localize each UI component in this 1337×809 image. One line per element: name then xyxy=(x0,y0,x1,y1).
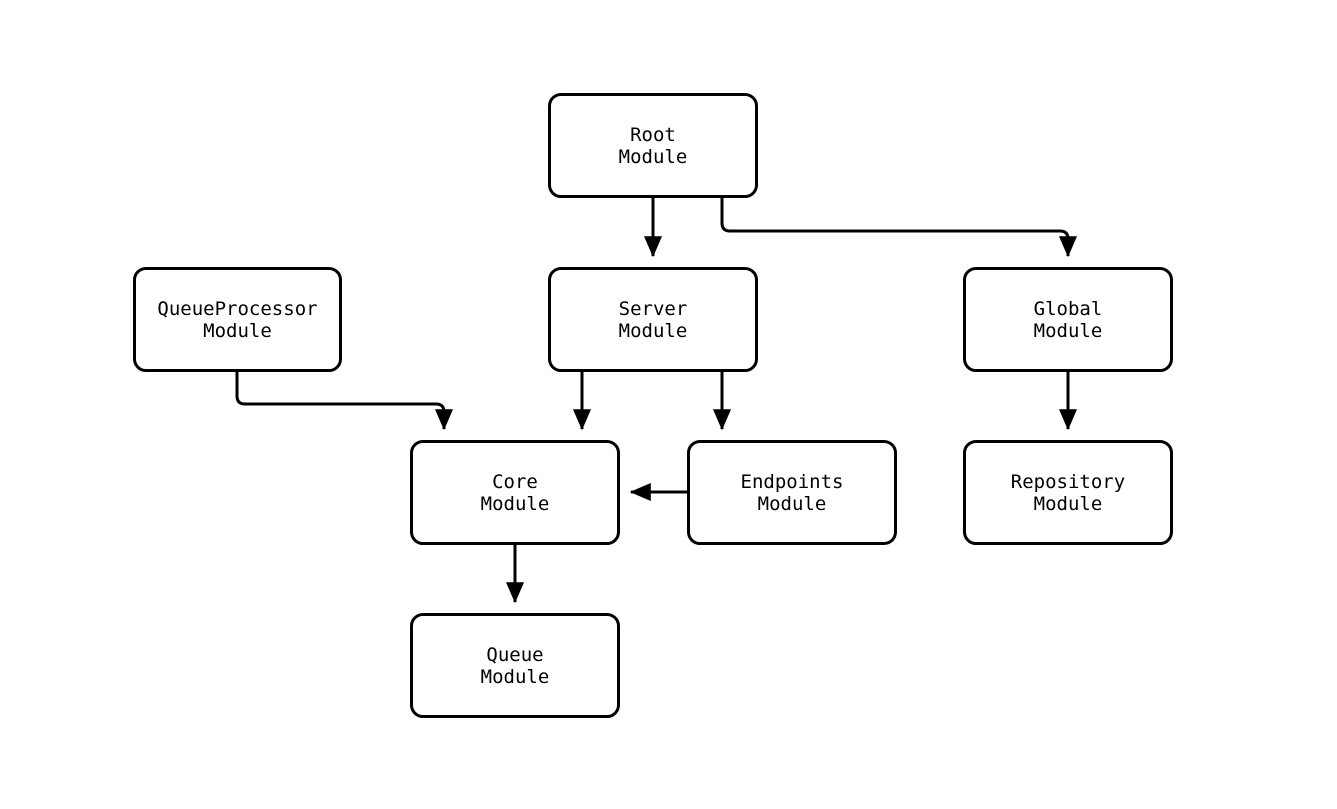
node-core[interactable]: Core Module xyxy=(410,440,620,545)
node-queueprocessor-subtitle: Module xyxy=(203,319,272,342)
node-root[interactable]: Root Module xyxy=(548,93,758,198)
node-queueprocessor[interactable]: QueueProcessor Module xyxy=(133,267,342,372)
node-repository-title: Repository xyxy=(1010,470,1126,493)
node-global-title: Global xyxy=(1033,297,1103,320)
node-repository[interactable]: Repository Module xyxy=(963,440,1173,545)
node-repository-subtitle: Module xyxy=(1033,492,1103,515)
node-endpoints-title: Endpoints xyxy=(740,470,844,493)
node-endpoints[interactable]: Endpoints Module xyxy=(687,440,897,545)
node-server-subtitle: Module xyxy=(618,319,688,342)
edge-queueprocessor-core xyxy=(235,372,453,431)
node-queue[interactable]: Queue Module xyxy=(410,613,620,718)
node-server[interactable]: Server Module xyxy=(548,267,758,372)
node-queue-subtitle: Module xyxy=(480,665,550,688)
node-root-subtitle: Module xyxy=(618,145,688,168)
node-server-title: Server xyxy=(618,297,688,320)
node-global-subtitle: Module xyxy=(1033,319,1103,342)
node-global[interactable]: Global Module xyxy=(963,267,1173,372)
node-root-title: Root xyxy=(630,123,676,146)
node-core-title: Core xyxy=(492,470,538,493)
node-queue-title: Queue xyxy=(486,643,544,666)
node-core-subtitle: Module xyxy=(480,492,550,515)
node-endpoints-subtitle: Module xyxy=(757,492,827,515)
node-queueprocessor-title: QueueProcessor xyxy=(157,297,318,320)
edge-root-global xyxy=(720,198,1077,258)
